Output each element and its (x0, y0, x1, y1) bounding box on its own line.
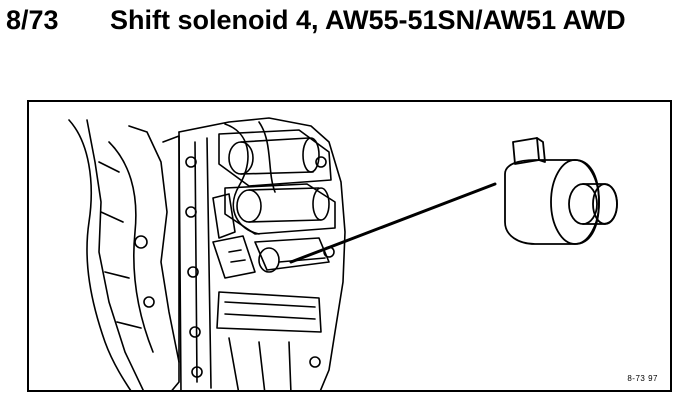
section-number: 8/73 (6, 5, 59, 35)
callout-line (289, 182, 497, 264)
illustration-frame: 8-73 97 (27, 100, 672, 392)
transmission-illustration (68, 117, 618, 390)
figure-reference-code: 8-73 97 (627, 374, 658, 383)
page-title: Shift solenoid 4, AW55-51SN/AW51 AWD (110, 5, 626, 35)
transmission-housing (68, 119, 180, 390)
valve-body (178, 117, 346, 390)
shift-solenoid-detail (504, 137, 618, 245)
page-heading: 8/73 Shift solenoid 4, AW55-51SN/AW51 AW… (6, 4, 678, 36)
solenoid-cluster (212, 121, 336, 279)
